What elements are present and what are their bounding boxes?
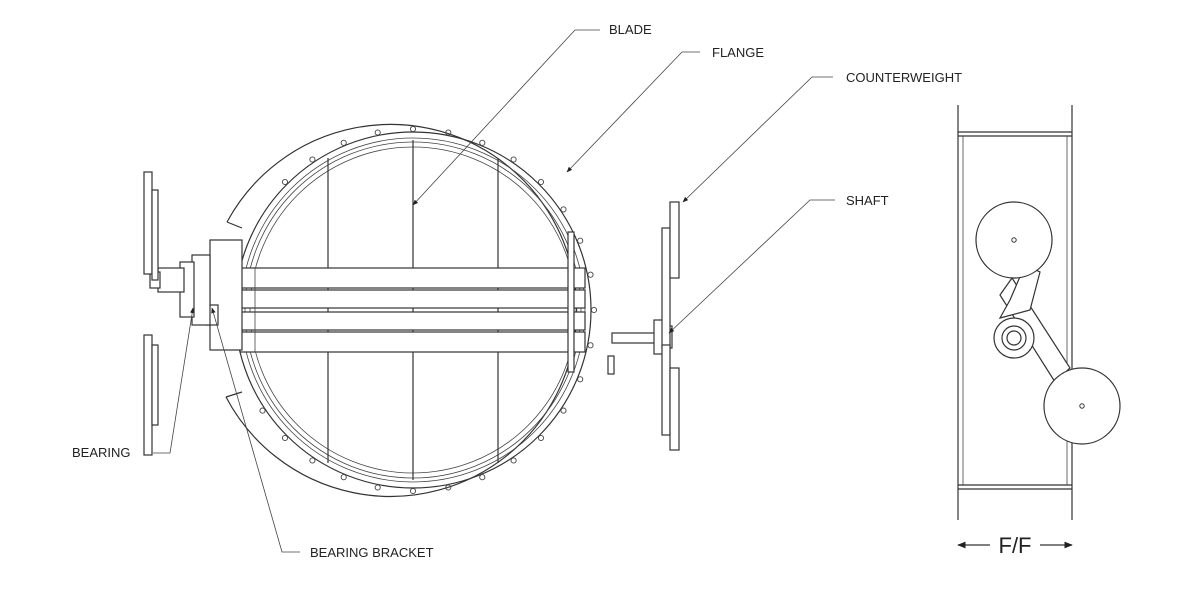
bolt-hole — [510, 156, 517, 163]
bolt-hole — [577, 376, 584, 383]
bolt-hole — [445, 129, 452, 136]
face-to-face-label: F/F — [999, 533, 1032, 558]
bolt-hole — [590, 306, 598, 314]
bolt-hole — [560, 206, 567, 213]
bearing-bracket-assembly — [149, 239, 243, 351]
bolt-hole — [281, 178, 289, 186]
bolt-hole — [445, 484, 452, 491]
bolt-hole — [510, 457, 517, 464]
counterweight-lever — [975, 201, 1121, 445]
flange-ring — [225, 123, 592, 498]
bolt-hole — [587, 271, 594, 278]
bolt-hole — [560, 407, 567, 414]
bolt-hole — [340, 139, 347, 146]
front-view — [143, 123, 680, 498]
counterweight-label: COUNTERWEIGHT — [846, 70, 962, 85]
blade-stiffeners — [239, 267, 586, 353]
bolt-hole — [309, 156, 316, 163]
flange-label: FLANGE — [712, 45, 764, 60]
bolt-hole — [340, 474, 347, 481]
face-to-face-dimension: F/F — [957, 533, 1073, 558]
bolt-hole — [479, 474, 486, 481]
bolt-hole — [374, 484, 381, 491]
bolt-hole — [537, 434, 545, 442]
left-counterweight-plates — [143, 171, 159, 456]
callouts: BLADE FLANGE COUNTERWEIGHT SHAFT BEARING… — [72, 22, 962, 560]
bolt-hole — [577, 237, 584, 244]
bolt-hole — [374, 129, 381, 136]
bolt-hole — [479, 139, 486, 146]
bolt-hole — [409, 487, 417, 495]
bolt-hole — [309, 457, 316, 464]
bolt-hole — [537, 178, 545, 186]
bolt-hole — [259, 407, 266, 414]
right-side-bracket — [567, 231, 615, 375]
bolt-hole — [281, 434, 289, 442]
blade-label: BLADE — [609, 22, 652, 37]
bolt-hole — [587, 342, 594, 349]
bearing-bracket-label: BEARING BRACKET — [310, 545, 434, 560]
shaft-label: SHAFT — [846, 193, 889, 208]
bearing-label: BEARING — [72, 445, 131, 460]
flange-bolt-holes — [259, 125, 598, 495]
right-shaft-assembly — [611, 201, 680, 451]
blade-plate — [327, 140, 499, 480]
bolt-hole — [409, 125, 417, 133]
side-view: F/F — [957, 105, 1121, 558]
